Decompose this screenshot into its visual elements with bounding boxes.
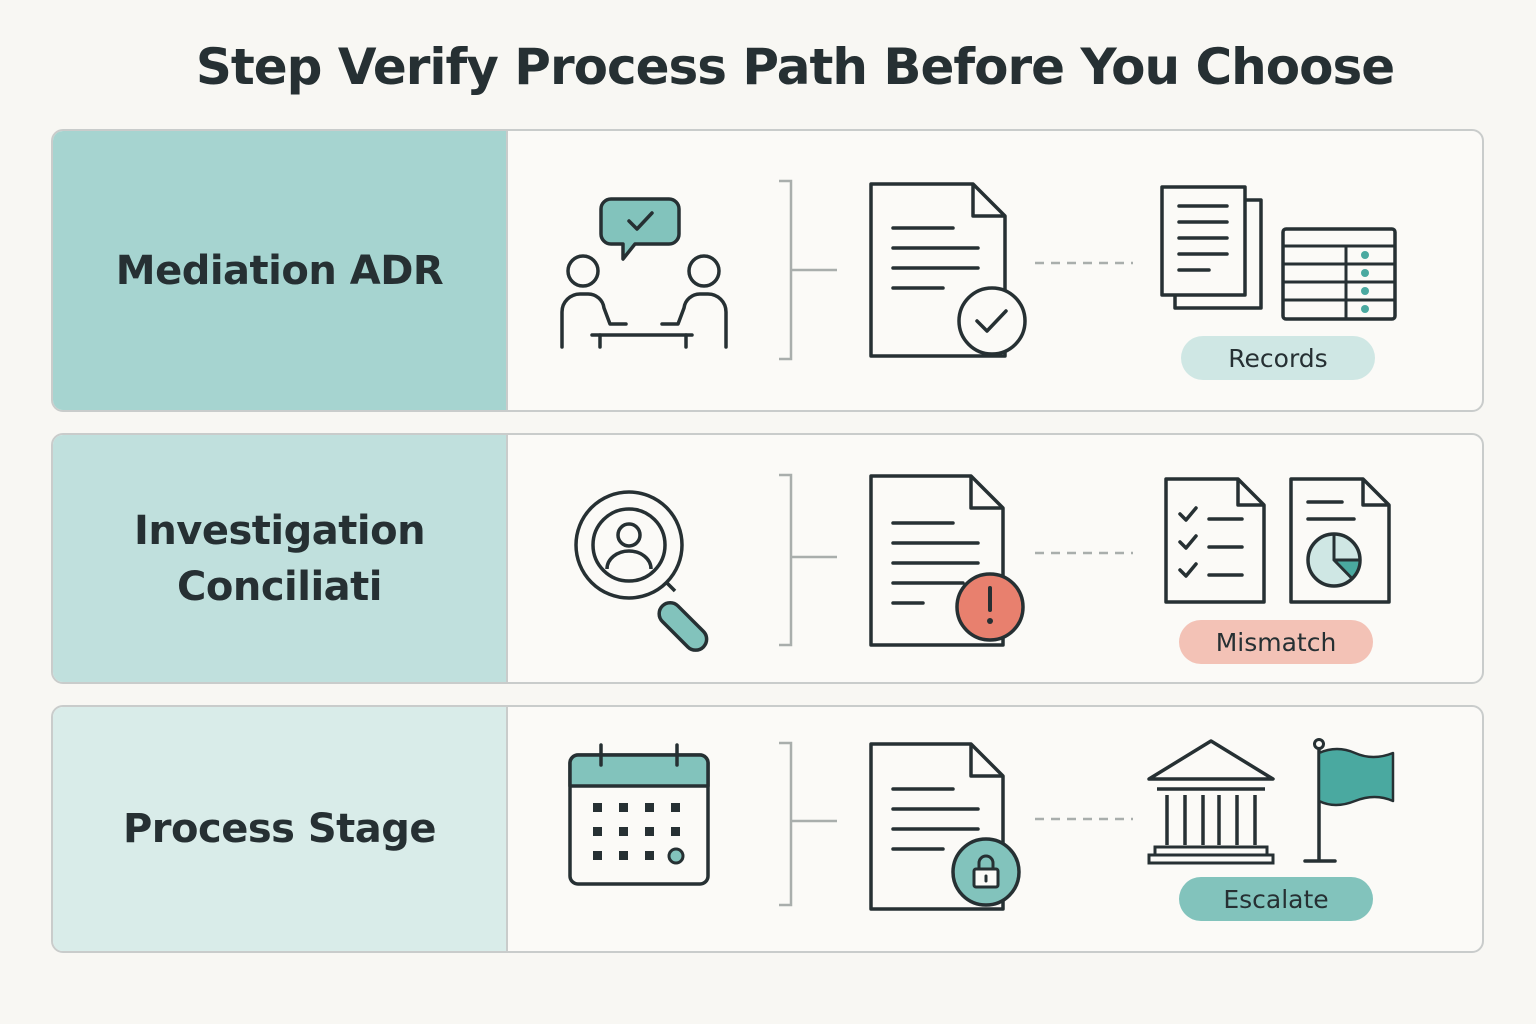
- dashed-connector-icon: [1035, 551, 1133, 555]
- records-table-icon: [1281, 227, 1397, 321]
- path-row-investigation: Investigation Conciliati: [51, 433, 1484, 684]
- people-dialogue-check-icon: [560, 197, 728, 349]
- magnifier-person-icon: [574, 490, 709, 652]
- bracket-connector-icon: [779, 741, 837, 907]
- document-lock-icon: [869, 742, 1021, 911]
- status-badge-records: Records: [1181, 336, 1375, 380]
- dashed-connector-icon: [1035, 261, 1133, 265]
- bracket-connector-icon: [779, 473, 837, 647]
- stacked-documents-icon: [1160, 185, 1263, 310]
- document-alert-icon: [869, 474, 1025, 647]
- courthouse-icon: [1147, 739, 1275, 865]
- row-label-panel: Process Stage: [53, 707, 508, 951]
- bracket-connector-icon: [779, 179, 837, 361]
- calendar-icon: [568, 743, 710, 886]
- pie-chart-report-icon: [1289, 477, 1391, 604]
- row-label-line: Mediation ADR: [115, 247, 444, 294]
- row-label: Investigation Conciliati: [133, 503, 426, 615]
- path-row-process-stage: Process Stage: [51, 705, 1484, 953]
- row-label-line: Conciliati: [177, 563, 382, 610]
- status-badge-escalate: Escalate: [1179, 877, 1373, 921]
- checklist-icon: [1164, 477, 1266, 604]
- row-label: Process Stage: [122, 801, 437, 857]
- status-badge-mismatch: Mismatch: [1179, 620, 1373, 664]
- dashed-connector-icon: [1035, 817, 1133, 821]
- row-label-line: Process Stage: [122, 806, 437, 852]
- document-check-icon: [869, 182, 1027, 358]
- row-label: Mediation ADR: [115, 243, 444, 299]
- path-row-mediation: Mediation ADR Records: [51, 129, 1484, 412]
- row-label-line: Investigation: [133, 507, 426, 554]
- row-label-panel: Investigation Conciliati: [53, 435, 508, 682]
- row-label-panel: Mediation ADR: [53, 131, 508, 410]
- flag-icon: [1303, 738, 1395, 863]
- page-title: Step Verify Process Path Before You Choo…: [195, 38, 1395, 96]
